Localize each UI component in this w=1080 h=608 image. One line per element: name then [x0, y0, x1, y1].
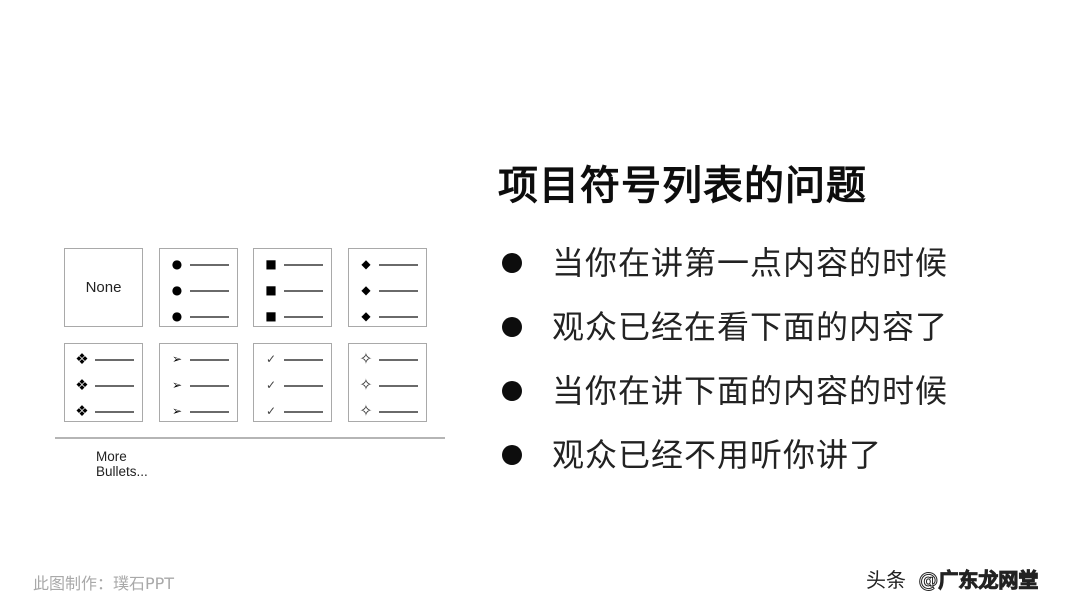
gallery-divider [55, 437, 445, 439]
checkmark-bullet-icon: ✓ [265, 378, 277, 392]
line-placeholder [95, 411, 134, 413]
bullet-text: 观众已经不用听你讲了 [552, 436, 883, 474]
filled-square-bullet-icon: ■ [265, 283, 277, 297]
line-placeholder [284, 316, 323, 318]
bullet-option-none[interactable]: None [64, 248, 143, 327]
filled-round-bullet-icon: ● [171, 283, 183, 297]
line-placeholder [190, 359, 229, 361]
filled-circle-bullet-icon [502, 445, 522, 465]
filled-square-bullet-icon: ■ [265, 257, 277, 271]
four-diamond-bullet-icon: ❖ [75, 349, 89, 368]
slide-title: 项目符号列表的问题 [498, 163, 867, 209]
checkmark-bullet-icon: ✓ [265, 352, 277, 366]
four-diamond-bullet-icon: ❖ [75, 375, 89, 394]
bullet-option-arrowhead[interactable]: ➢ ➢ ➢ [159, 343, 238, 422]
more-bullets-menu-item[interactable]: More Bullets... [96, 449, 148, 479]
watermark-source: 头条 [866, 568, 906, 592]
star-outline-bullet-icon: ✧ [359, 349, 373, 368]
star-outline-bullet-icon: ✧ [359, 401, 373, 420]
filled-square-bullet-icon: ■ [265, 309, 277, 323]
line-placeholder [284, 290, 323, 292]
bullet-option-filled-square[interactable]: ■ ■ ■ [253, 248, 332, 327]
bullet-option-filled-diamond[interactable]: ◆ ◆ ◆ [348, 248, 427, 327]
arrowhead-bullet-icon: ➢ [171, 378, 183, 392]
checkmark-bullet-icon: ✓ [265, 404, 277, 418]
filled-circle-bullet-icon [502, 317, 522, 337]
line-placeholder [284, 264, 323, 266]
line-placeholder [379, 316, 418, 318]
line-placeholder [95, 359, 134, 361]
arrowhead-bullet-icon: ➢ [171, 352, 183, 366]
arrowhead-bullet-icon: ➢ [171, 404, 183, 418]
line-placeholder [379, 359, 418, 361]
filled-circle-bullet-icon [502, 253, 522, 273]
none-label: None [85, 279, 122, 296]
star-outline-bullet-icon: ✧ [359, 375, 373, 394]
line-placeholder [379, 264, 418, 266]
line-placeholder [190, 385, 229, 387]
bullet-option-star-outline[interactable]: ✧ ✧ ✧ [348, 343, 427, 422]
line-placeholder [284, 385, 323, 387]
bullet-text: 当你在讲下面的内容的时候 [552, 372, 949, 410]
filled-round-bullet-icon: ● [171, 309, 183, 323]
bullet-option-checkmark[interactable]: ✓ ✓ ✓ [253, 343, 332, 422]
four-diamond-bullet-icon: ❖ [75, 401, 89, 420]
line-placeholder [379, 290, 418, 292]
line-placeholder [379, 385, 418, 387]
bullet-text: 观众已经在看下面的内容了 [552, 308, 949, 346]
bullet-option-filled-round[interactable]: ● ● ● [159, 248, 238, 327]
line-placeholder [284, 411, 323, 413]
line-placeholder [190, 316, 229, 318]
bullet-option-four-diamond[interactable]: ❖ ❖ ❖ [64, 343, 143, 422]
filled-diamond-bullet-icon: ◆ [361, 309, 371, 323]
line-placeholder [190, 411, 229, 413]
filled-round-bullet-icon: ● [171, 257, 183, 271]
credit-text: 此图制作：璞石PPT [33, 574, 175, 593]
line-placeholder [284, 359, 323, 361]
line-placeholder [190, 290, 229, 292]
watermark-handle: @广东龙网堂 [918, 568, 1039, 593]
bullet-text: 当你在讲第一点内容的时候 [552, 244, 949, 282]
watermark: 头条 @广东龙网堂 [866, 564, 1039, 593]
filled-circle-bullet-icon [502, 381, 522, 401]
line-placeholder [95, 385, 134, 387]
line-placeholder [190, 264, 229, 266]
filled-diamond-bullet-icon: ◆ [361, 257, 371, 271]
filled-diamond-bullet-icon: ◆ [361, 283, 371, 297]
line-placeholder [379, 411, 418, 413]
